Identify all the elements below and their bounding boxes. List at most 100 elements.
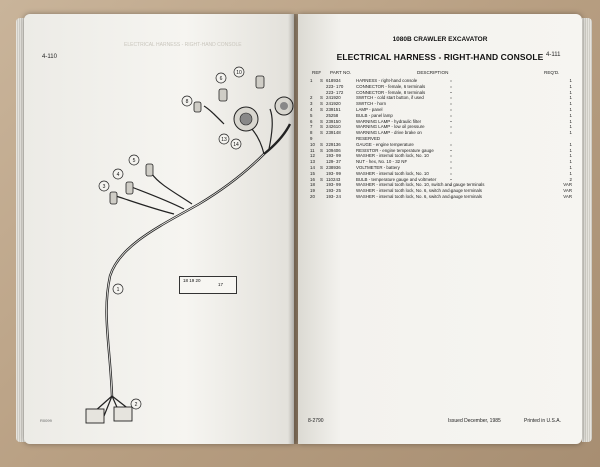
s-cell: S — [320, 101, 323, 107]
qty-cell: VAR — [563, 188, 572, 194]
open-manual: 4-110 ELECTRICAL HARNESS - RIGHT-HAND CO… — [2, 4, 598, 462]
inset-label-right: 17 — [218, 282, 224, 287]
part-number-cell: 239148 — [326, 130, 341, 136]
qty-cell: 1 — [569, 130, 572, 136]
callout-2: 2 — [135, 402, 138, 408]
qty-cell: 1 — [569, 78, 572, 83]
s-cell: S — [320, 78, 323, 83]
s-cell: S — [320, 141, 323, 147]
description-cell: WASHER - internal tooth lock, No. 6, swi… — [356, 188, 546, 194]
ref-cell: 14 — [310, 164, 315, 170]
callout-5: 5 — [133, 158, 136, 164]
callout-14: 14 — [233, 142, 239, 148]
s-cell: S — [320, 95, 323, 101]
page-stack-left — [16, 18, 25, 442]
description-cell: GAUGE - engine temperature — [356, 141, 546, 148]
description-cell: CONNECTOR - female, 8 terminals — [356, 89, 546, 96]
part-number-cell: 193- 24 — [326, 193, 341, 199]
ref-cell: 18 — [310, 182, 315, 188]
qty-cell: 1 — [569, 164, 572, 170]
part-number-cell: 129- 37 — [326, 159, 341, 165]
qty-cell: 1 — [569, 118, 572, 124]
s-cell: S — [320, 130, 323, 136]
qty-cell: 1 — [569, 89, 572, 95]
description-cell: SWITCH - cold start button, if used — [356, 95, 546, 102]
s-cell: S — [320, 118, 323, 124]
ref-cell: 19 — [310, 188, 315, 194]
ref-cell: 13 — [310, 159, 315, 165]
description-cell: WASHER - internal tooth lock, No. 6, swi… — [356, 193, 546, 200]
qty-cell: 2 — [569, 176, 572, 182]
qty-cell: 1 — [569, 101, 572, 107]
table-row: 18 193- 99 WASHER - internal tooth lock, N… — [310, 182, 572, 189]
page-stack-right — [582, 18, 592, 442]
col-description: DESCRIPTION — [417, 70, 449, 75]
description-cell: WARNING LAMP - low oil pressure — [356, 124, 546, 131]
callout-8: 8 — [186, 99, 189, 105]
page-title: ELECTRICAL HARNESS - RIGHT-HAND CONSOLE — [336, 52, 544, 62]
callout-3: 3 — [103, 184, 106, 190]
footer-printed: Printed in U.S.A. — [524, 418, 561, 424]
ref-cell: 15 — [310, 170, 315, 176]
part-number-cell: 110243 — [326, 176, 341, 182]
qty-cell: 1 — [569, 95, 572, 101]
s-cell: S — [320, 176, 323, 182]
description-cell: WASHER - internal tooth lock, No. 10, sw… — [356, 182, 546, 189]
ref-cell: 12 — [310, 153, 315, 159]
right-page: 1080B CRAWLER EXCAVATOR 4-111 ELECTRICAL… — [298, 14, 582, 444]
description-cell: BULB - temperature gauge and voltmeter — [356, 176, 546, 183]
s-cell: S — [320, 106, 323, 112]
callout-10: 10 — [236, 70, 242, 76]
harness-diagram: 1 2 3 4 5 8 6 10 14 13 — [85, 66, 294, 424]
ref-cell: 9 — [310, 135, 313, 141]
diagram-callouts: 1 2 3 4 5 8 6 10 14 13 — [103, 70, 242, 408]
qty-cell: 1 — [569, 170, 572, 176]
part-number-cell: 239151 — [326, 106, 341, 112]
ref-cell: 5 — [310, 112, 313, 118]
show-through-text: ELECTRICAL HARNESS - RIGHT-HAND CONSOLE — [124, 42, 242, 48]
col-ref: REF — [312, 70, 322, 75]
description-cell: VOLTMETER - battery — [356, 164, 546, 171]
part-number-cell: 223- 172 — [326, 89, 344, 95]
ref-cell: 10 — [310, 141, 315, 147]
qty-cell: 1 — [569, 83, 572, 89]
table-row: 15 193- 99 WASHER - internal tooth lock, N… — [310, 170, 572, 177]
col-part-no: PART NO. — [330, 70, 352, 75]
description-cell: HARNESS - right-hand console — [356, 78, 546, 84]
qty-cell: 1 — [569, 124, 572, 130]
callout-13: 13 — [221, 137, 227, 143]
part-number-cell: 193- 99 — [326, 170, 341, 176]
ref-cell: 2 — [310, 95, 313, 101]
part-number-cell: 618934 — [326, 78, 341, 83]
inset-label-left: 18 19 20 — [183, 278, 201, 283]
footer-issued: Issued December, 1985 — [448, 418, 501, 424]
ref-cell: 6 — [310, 118, 313, 124]
ref-cell: 3 — [310, 101, 313, 107]
qty-cell: 1 — [569, 147, 572, 153]
description-cell: BULB - panel lamp — [356, 112, 546, 119]
ref-cell: 1 — [310, 78, 313, 83]
s-cell: S — [320, 147, 323, 153]
description-cell: WASHER - internal tooth lock, No. 10 — [356, 170, 546, 177]
part-number-cell: 242610 — [326, 124, 341, 130]
s-cell: S — [320, 124, 323, 130]
part-number-cell: 193- 99 — [326, 182, 341, 188]
s-cell: S — [320, 164, 323, 170]
right-page-number: 4-111 — [546, 52, 561, 58]
description-cell: LAMP - panel — [356, 106, 546, 113]
qty-cell: VAR — [563, 193, 572, 199]
description-cell: NUT - hex, No. 10 - 32 NF — [356, 159, 546, 165]
ref-cell: 7 — [310, 124, 313, 130]
